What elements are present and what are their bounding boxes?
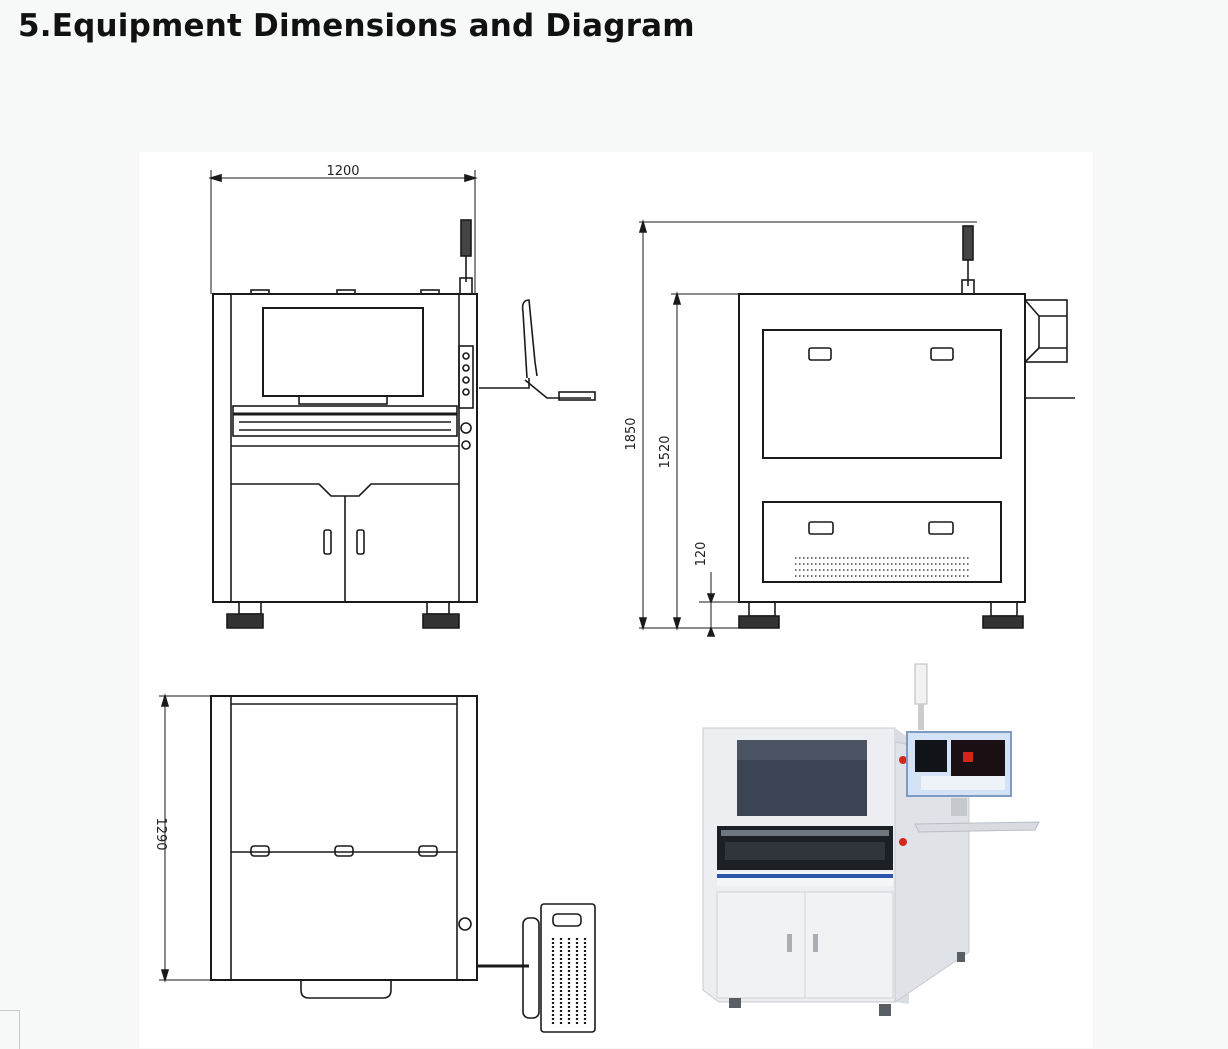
front-width-label: 1200 [326,164,359,179]
front-view-drawing [208,170,596,629]
top-depth-label: 1290 [153,817,168,850]
top-view-drawing [159,693,596,1033]
side-body-height-label: 1520 [658,435,673,468]
equipment-diagram-panel: 1200 1850 1520 120 1290 [139,152,1093,1048]
page-title: 5.Equipment Dimensions and Diagram [18,8,695,44]
side-foot-height-label: 120 [694,542,709,567]
side-height-label: 1850 [624,417,639,450]
side-view-drawing [638,219,1075,637]
machine-photo [702,663,1040,1016]
page-corner-mark [0,1010,20,1049]
